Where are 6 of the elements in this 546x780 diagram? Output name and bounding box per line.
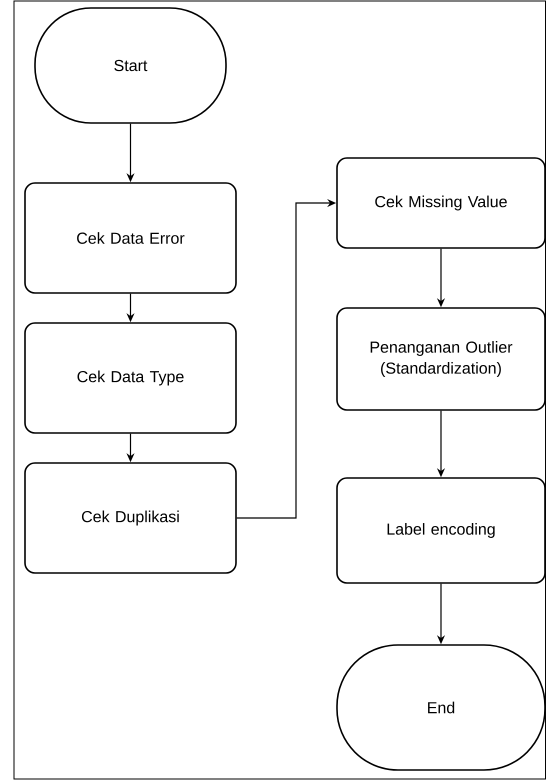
process-box: Label encoding xyxy=(336,477,546,584)
process-box: Cek Missing Value xyxy=(336,157,546,249)
process-box: Penanganan Outlier (Standardization) xyxy=(336,307,546,411)
process-box: Cek Data Type xyxy=(24,322,237,434)
process-box: Cek Duplikasi xyxy=(24,462,237,574)
process-box: Cek Data Error xyxy=(24,182,237,294)
